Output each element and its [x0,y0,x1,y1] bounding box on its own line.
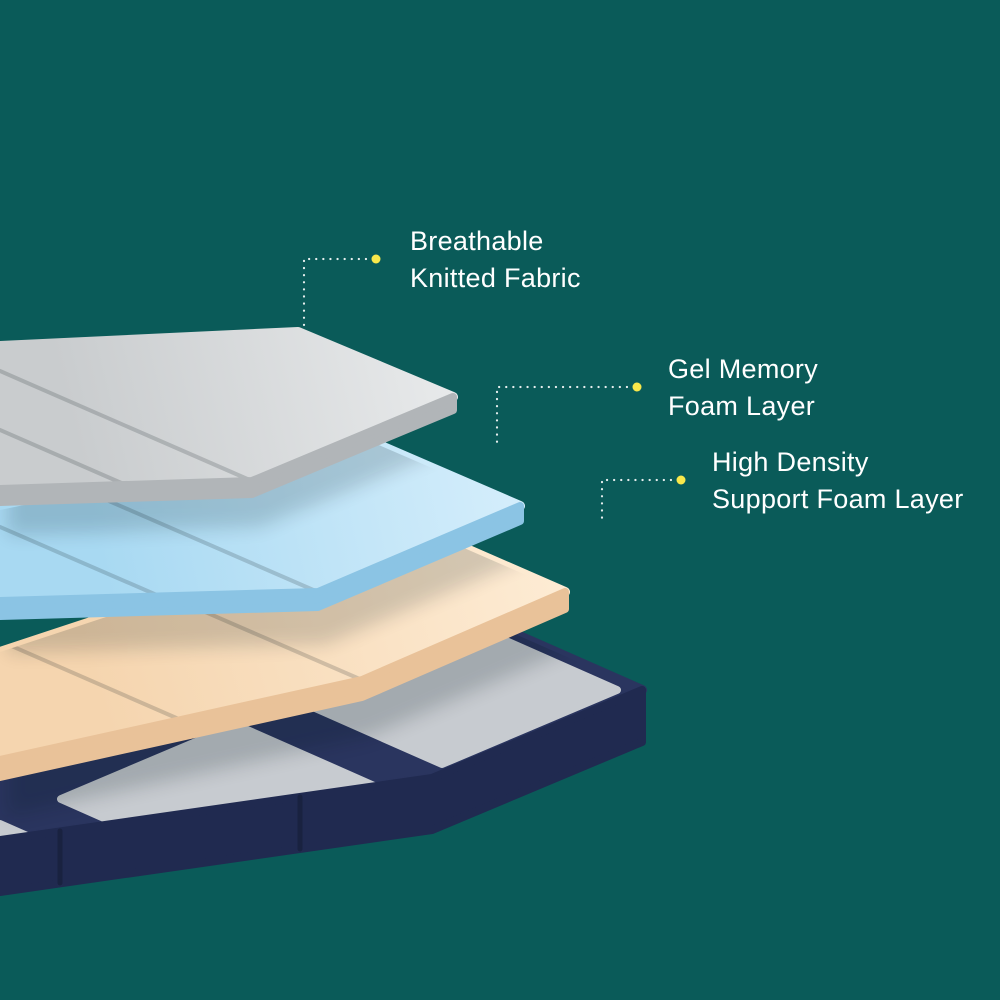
callout-leaders [302,257,673,525]
callout-label-line: High Density [712,447,869,477]
callout-dot-support [676,475,686,485]
base-layer-side-face [0,686,646,896]
fabric-seam [0,428,128,487]
gel-foam-seam [0,525,161,598]
callout-high-density-support-foam-layer: High Density Support Foam Layer [712,444,964,518]
callout-label-line: Knitted Fabric [410,263,581,293]
gel-foam-side-face [0,502,524,620]
fabric-side-face [0,393,457,506]
support-foam-seam [0,639,183,722]
callout-label-line: Foam Layer [668,391,816,421]
callout-leader-line-fabric [302,257,368,330]
support-foam-side-face [0,588,569,781]
callout-label-line: Support Foam Layer [712,484,964,514]
callout-dot-gel [632,382,642,392]
callout-label-line: Breathable [410,226,544,256]
callout-dot-fabric [371,254,381,264]
callout-leader-line-gel [495,385,629,447]
callout-gel-memory-foam-layer: Gel Memory Foam Layer [668,351,818,425]
callout-breathable-knitted-fabric: Breathable Knitted Fabric [410,223,581,297]
callout-label-line: Gel Memory [668,354,819,384]
fabric-layer [0,327,458,506]
fabric-seam [0,369,254,483]
